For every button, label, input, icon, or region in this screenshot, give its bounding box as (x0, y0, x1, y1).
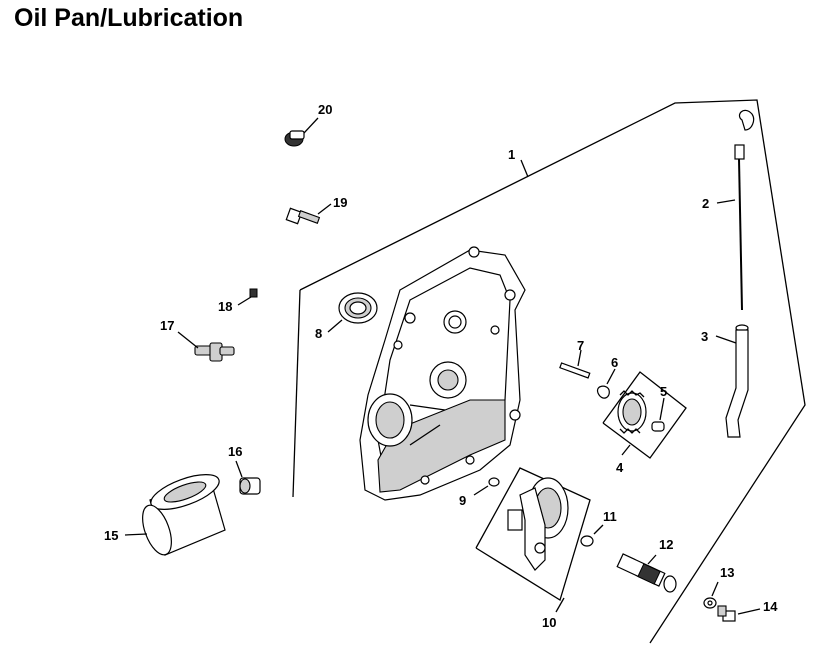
callout-13: 13 (720, 565, 734, 580)
callout-7: 7 (577, 338, 584, 353)
callout-3: 3 (701, 329, 708, 344)
callout-17: 17 (160, 318, 174, 333)
callout-16: 16 (228, 444, 242, 459)
part-19-bolt (285, 203, 332, 225)
callout-19: 19 (333, 195, 347, 210)
leader-4 (621, 444, 631, 456)
callout-6: 6 (611, 355, 618, 370)
callout-10: 10 (542, 615, 556, 630)
callout-4: 4 (616, 460, 624, 475)
part-14-bolt (717, 605, 761, 622)
callout-2: 2 (702, 196, 709, 211)
assembly-1-boundary-left (292, 289, 301, 498)
part-3-dipstick-tube (715, 324, 749, 438)
part-6-clip (596, 368, 616, 399)
callout-8: 8 (315, 326, 322, 341)
page-title: Oil Pan/Lubrication (14, 4, 244, 32)
part-9-o-ring (473, 477, 500, 496)
part-1-oil-pan (359, 246, 526, 501)
leader-10 (555, 597, 565, 613)
part-18-plug (237, 288, 258, 306)
callout-18: 18 (218, 299, 232, 314)
assembly-1-boundary (299, 99, 806, 644)
part-4-gear (617, 390, 647, 434)
part-5-pin (651, 397, 665, 432)
part-12-valve (616, 553, 677, 593)
part-15-oil-filter (124, 474, 226, 556)
part-17-elbow-fitting (177, 331, 235, 362)
assembly-10-boundary (475, 467, 591, 601)
leader-1 (520, 159, 529, 178)
callout-15: 15 (104, 528, 118, 543)
callout-5: 5 (660, 384, 667, 399)
callout-20: 20 (318, 102, 332, 117)
part-11-o-ring (580, 524, 604, 547)
callout-12: 12 (659, 537, 673, 552)
part-8-oil-seal (327, 292, 378, 333)
callout-9: 9 (459, 493, 466, 508)
part-16-fitting (235, 460, 261, 495)
part-2-dipstick (716, 109, 755, 311)
callout-1: 1 (508, 147, 515, 162)
callout-14: 14 (763, 599, 778, 614)
part-20-fitting (284, 117, 319, 147)
part-13-washer (703, 581, 719, 609)
part-10-oil-pump (507, 477, 569, 571)
callout-11: 11 (603, 509, 617, 524)
assembly-4-boundary (602, 371, 687, 459)
part-7-shaft (559, 349, 591, 379)
